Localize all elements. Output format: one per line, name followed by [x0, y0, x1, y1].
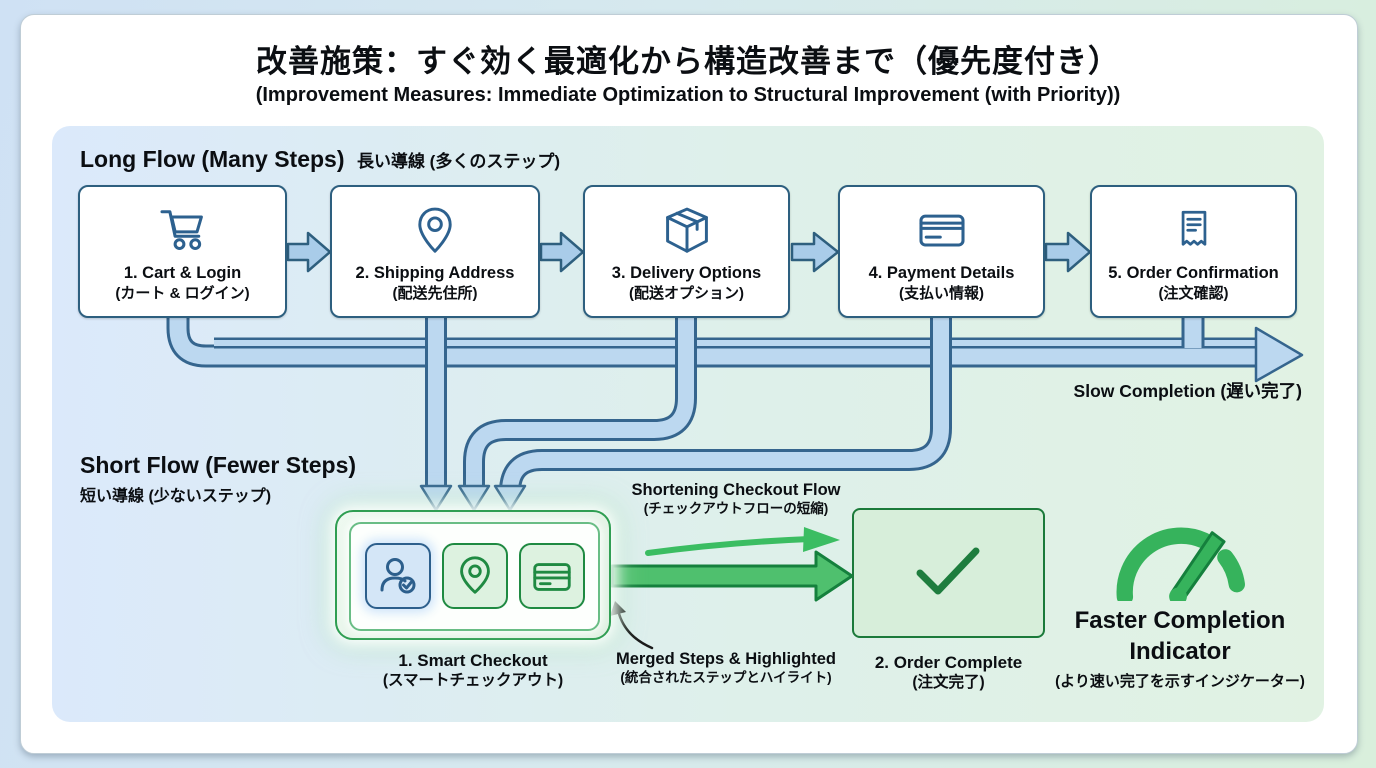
step-box-shipping-address: 2. Shipping Address (配送先住所): [330, 185, 540, 318]
indicator-label-ja: (より速い完了を示すインジケーター): [1055, 673, 1305, 690]
shortening-annotation: Shortening Checkout Flow (チェックアウトフローの短縮): [610, 481, 862, 518]
step-label-en: 4. Payment Details: [868, 264, 1015, 283]
indicator-label-en: Faster Completion Indicator: [1074, 607, 1286, 666]
step-label-ja: (注文確認): [1158, 285, 1229, 303]
step-label-ja: (支払い情報): [899, 285, 984, 303]
long-flow-heading: Long Flow (Many Steps) 長い導線 (多くのステップ): [80, 146, 560, 173]
step-box-payment-details: 4. Payment Details (支払い情報): [838, 185, 1045, 318]
slow-completion-label: Slow Completion (遅い完了): [1073, 381, 1302, 401]
short-flow-heading-ja: 短い導線 (少ないステップ): [80, 488, 272, 505]
order-complete-label-ja: (注文完了): [912, 674, 985, 692]
step-box-order-confirmation: 5. Order Confirmation (注文確認): [1090, 185, 1297, 318]
smart-checkout-label-ja: (スマートチェックアウト): [382, 672, 564, 690]
check-icon: [908, 541, 990, 606]
order-complete-label-en: 2. Order Complete: [874, 653, 1023, 672]
page-title-ja: 改善施策：すぐ効く最適化から構造改善まで（優先度付き）: [256, 44, 1120, 79]
merged-annotation: Merged Steps & Highlighted (統合されたステップとハイ…: [598, 650, 854, 687]
step-label-en: 3. Delivery Options: [611, 264, 762, 283]
step-label-ja: (カート & ログイン): [115, 285, 250, 303]
merged-annotation-en: Merged Steps & Highlighted: [615, 650, 836, 668]
location-pin-icon: [442, 543, 508, 609]
page-title-en: (Improvement Measures: Immediate Optimiz…: [255, 84, 1121, 106]
speedometer-icon: [1106, 506, 1256, 606]
smart-checkout-label-en: 1. Smart Checkout: [398, 651, 548, 670]
receipt-icon: [1169, 203, 1219, 259]
short-flow-heading: Short Flow (Fewer Steps) 短い導線 (少ないステップ): [80, 452, 356, 506]
step-box-cart-login: 1. Cart & Login (カート & ログイン): [78, 185, 287, 318]
step-label-en: 1. Cart & Login: [123, 264, 242, 283]
step-box-delivery-options: 3. Delivery Options (配送オプション): [583, 185, 790, 318]
credit-card-icon: [914, 203, 970, 259]
package-icon: [660, 203, 714, 259]
smart-checkout-label: 1. Smart Checkout (スマートチェックアウト): [335, 650, 611, 691]
merged-annotation-ja: (統合されたステップとハイライト): [620, 669, 832, 685]
order-complete-label: 2. Order Complete (注文完了): [852, 652, 1045, 693]
order-complete-box: [852, 508, 1045, 638]
step-label-ja: (配送先住所): [392, 285, 478, 303]
step-label-en: 5. Order Confirmation: [1108, 264, 1279, 283]
shortening-annotation-ja: (チェックアウトフローの短縮): [643, 500, 829, 516]
long-flow-heading-ja: 長い導線 (多くのステップ): [356, 152, 560, 171]
shortening-annotation-en: Shortening Checkout Flow: [631, 481, 841, 499]
location-pin-icon: [408, 203, 462, 259]
step-label-ja: (配送オプション): [629, 285, 744, 303]
cart-icon: [155, 203, 211, 259]
long-flow-heading-en: Long Flow (Many Steps): [80, 146, 345, 172]
smart-checkout-inner: [349, 522, 600, 631]
short-flow-heading-en: Short Flow (Fewer Steps): [80, 452, 357, 478]
step-label-en: 2. Shipping Address: [355, 264, 515, 283]
smart-checkout-box: [335, 510, 611, 640]
credit-card-icon: [519, 543, 585, 609]
user-check-icon: [365, 543, 431, 609]
